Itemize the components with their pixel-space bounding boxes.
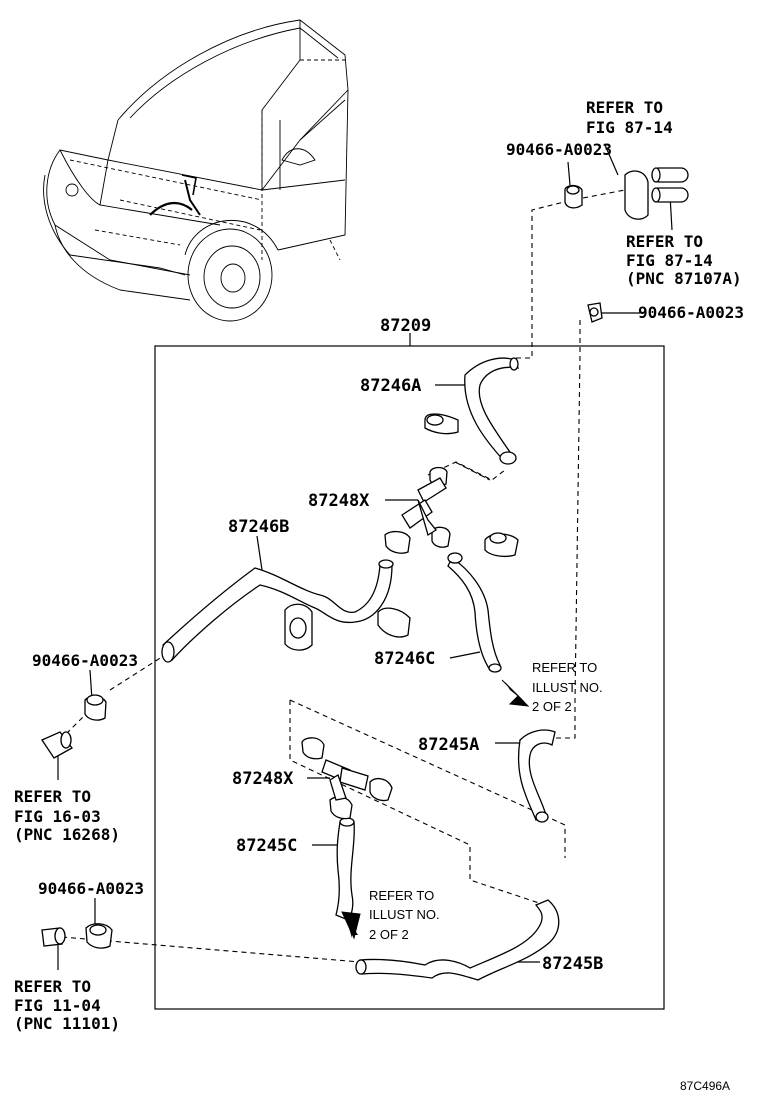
label-box-part: 87209 (380, 316, 431, 336)
clamp-icon (84, 184, 603, 949)
ref-right-line2: FIG 87-14 (626, 251, 713, 270)
label-hose-87246a: 87246A (360, 376, 421, 396)
label-joint-87248x-bottom: 87248X (232, 769, 294, 789)
hose-87245a-icon (517, 729, 556, 823)
label-hose-87245c: 87245C (236, 836, 297, 856)
ref-left-line1: REFER TO (14, 787, 91, 806)
illust-lower-line2: ILLUST NO. (369, 907, 440, 922)
ref-bottom-line1: REFER TO (14, 977, 91, 996)
label-hose-87245a: 87245A (418, 735, 479, 755)
illust-lower-line1: REFER TO (369, 888, 434, 903)
label-hose-87245b: 87245B (542, 954, 603, 974)
ref-left-line2: FIG 16-03 (14, 807, 101, 826)
ref-right-line3: (PNC 87107A) (626, 269, 742, 288)
ref-bottom-line3: (PNC 11101) (14, 1014, 120, 1033)
hose-87246c-icon (447, 552, 502, 673)
illust-upper-line2: ILLUST NO. (532, 680, 603, 695)
label-hose-87246b: 87246B (228, 517, 289, 537)
hose-87245c-icon (335, 817, 355, 921)
ref-left-line3: (PNC 16268) (14, 825, 120, 844)
ref-top-line2: FIG 87-14 (586, 118, 673, 137)
figure-code: 87C496A (680, 1079, 730, 1093)
label-clamp-bottom-left: 90466-A0023 (38, 879, 144, 898)
label-joint-87248x-top: 87248X (308, 491, 370, 511)
ref-right-line1: REFER TO (626, 232, 703, 251)
joint-icon (41, 167, 689, 947)
arrow-icon (341, 679, 530, 940)
hose-87246a-icon (464, 357, 520, 465)
illust-upper-line3: 2 OF 2 (532, 699, 572, 714)
ref-top-line1: REFER TO (586, 98, 663, 117)
car-illustration-icon (43, 19, 349, 322)
label-clamp-top: 90466-A0023 (506, 140, 612, 159)
label-clamp-right: 90466-A0023 (638, 303, 744, 322)
ref-bottom-line2: FIG 11-04 (14, 996, 101, 1015)
illust-lower-line3: 2 OF 2 (369, 927, 409, 942)
label-hose-87246c: 87246C (374, 649, 435, 669)
hose-87245b-icon (355, 899, 560, 981)
hose-87246b-icon (161, 559, 394, 663)
illust-upper-line1: REFER TO (532, 660, 597, 675)
label-clamp-left: 90466-A0023 (32, 651, 138, 670)
